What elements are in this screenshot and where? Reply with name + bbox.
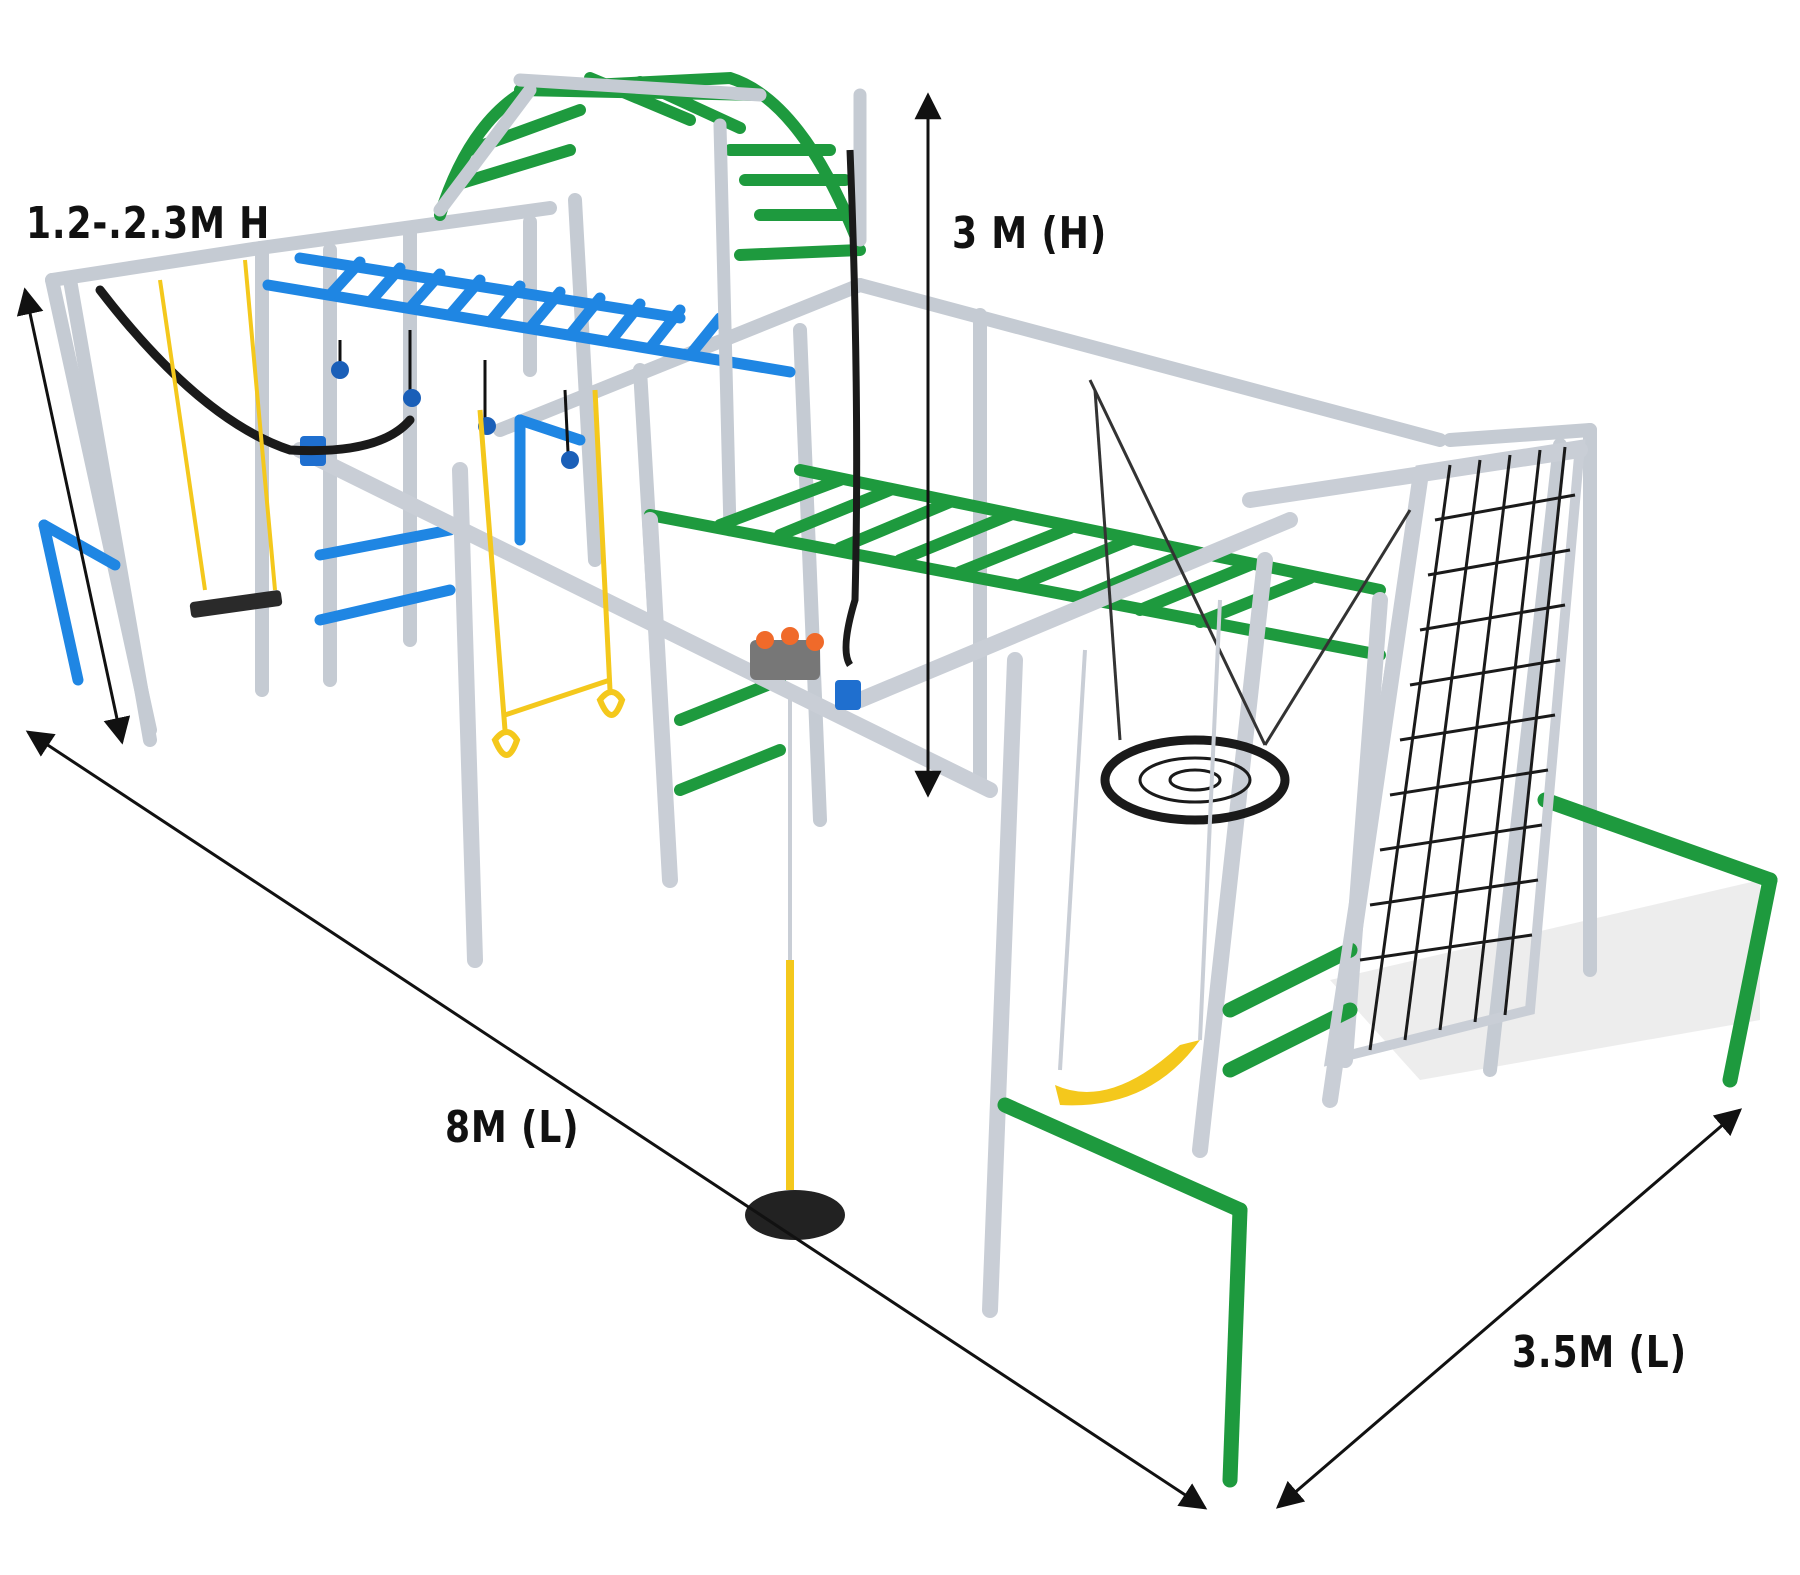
cargo-net (1323, 439, 1586, 1067)
rope-bridge (95, 285, 415, 456)
yellow-belt-swing (1055, 599, 1222, 1106)
arch-frame (433, 73, 867, 537)
ninja-balls (331, 330, 579, 469)
disc-swing (745, 690, 845, 1240)
width-label: 3.5M (L) (1512, 1327, 1687, 1378)
climbing-rope (842, 149, 861, 667)
side-height-label: 1.2-.2.3M H (26, 198, 271, 249)
total-height-label: 3 M (H) (952, 208, 1108, 259)
dimension-arrows (16, 92, 1743, 1510)
side-height-arrow (16, 287, 131, 745)
length-arrow (25, 730, 1208, 1510)
green-climbing-arch (434, 71, 866, 261)
ground-shadow (1330, 880, 1760, 1080)
zip-line-trolley (750, 627, 824, 680)
width-arrow (1275, 1108, 1743, 1509)
length-label: 8M (L) (445, 1102, 580, 1153)
left-swing (158, 259, 283, 618)
